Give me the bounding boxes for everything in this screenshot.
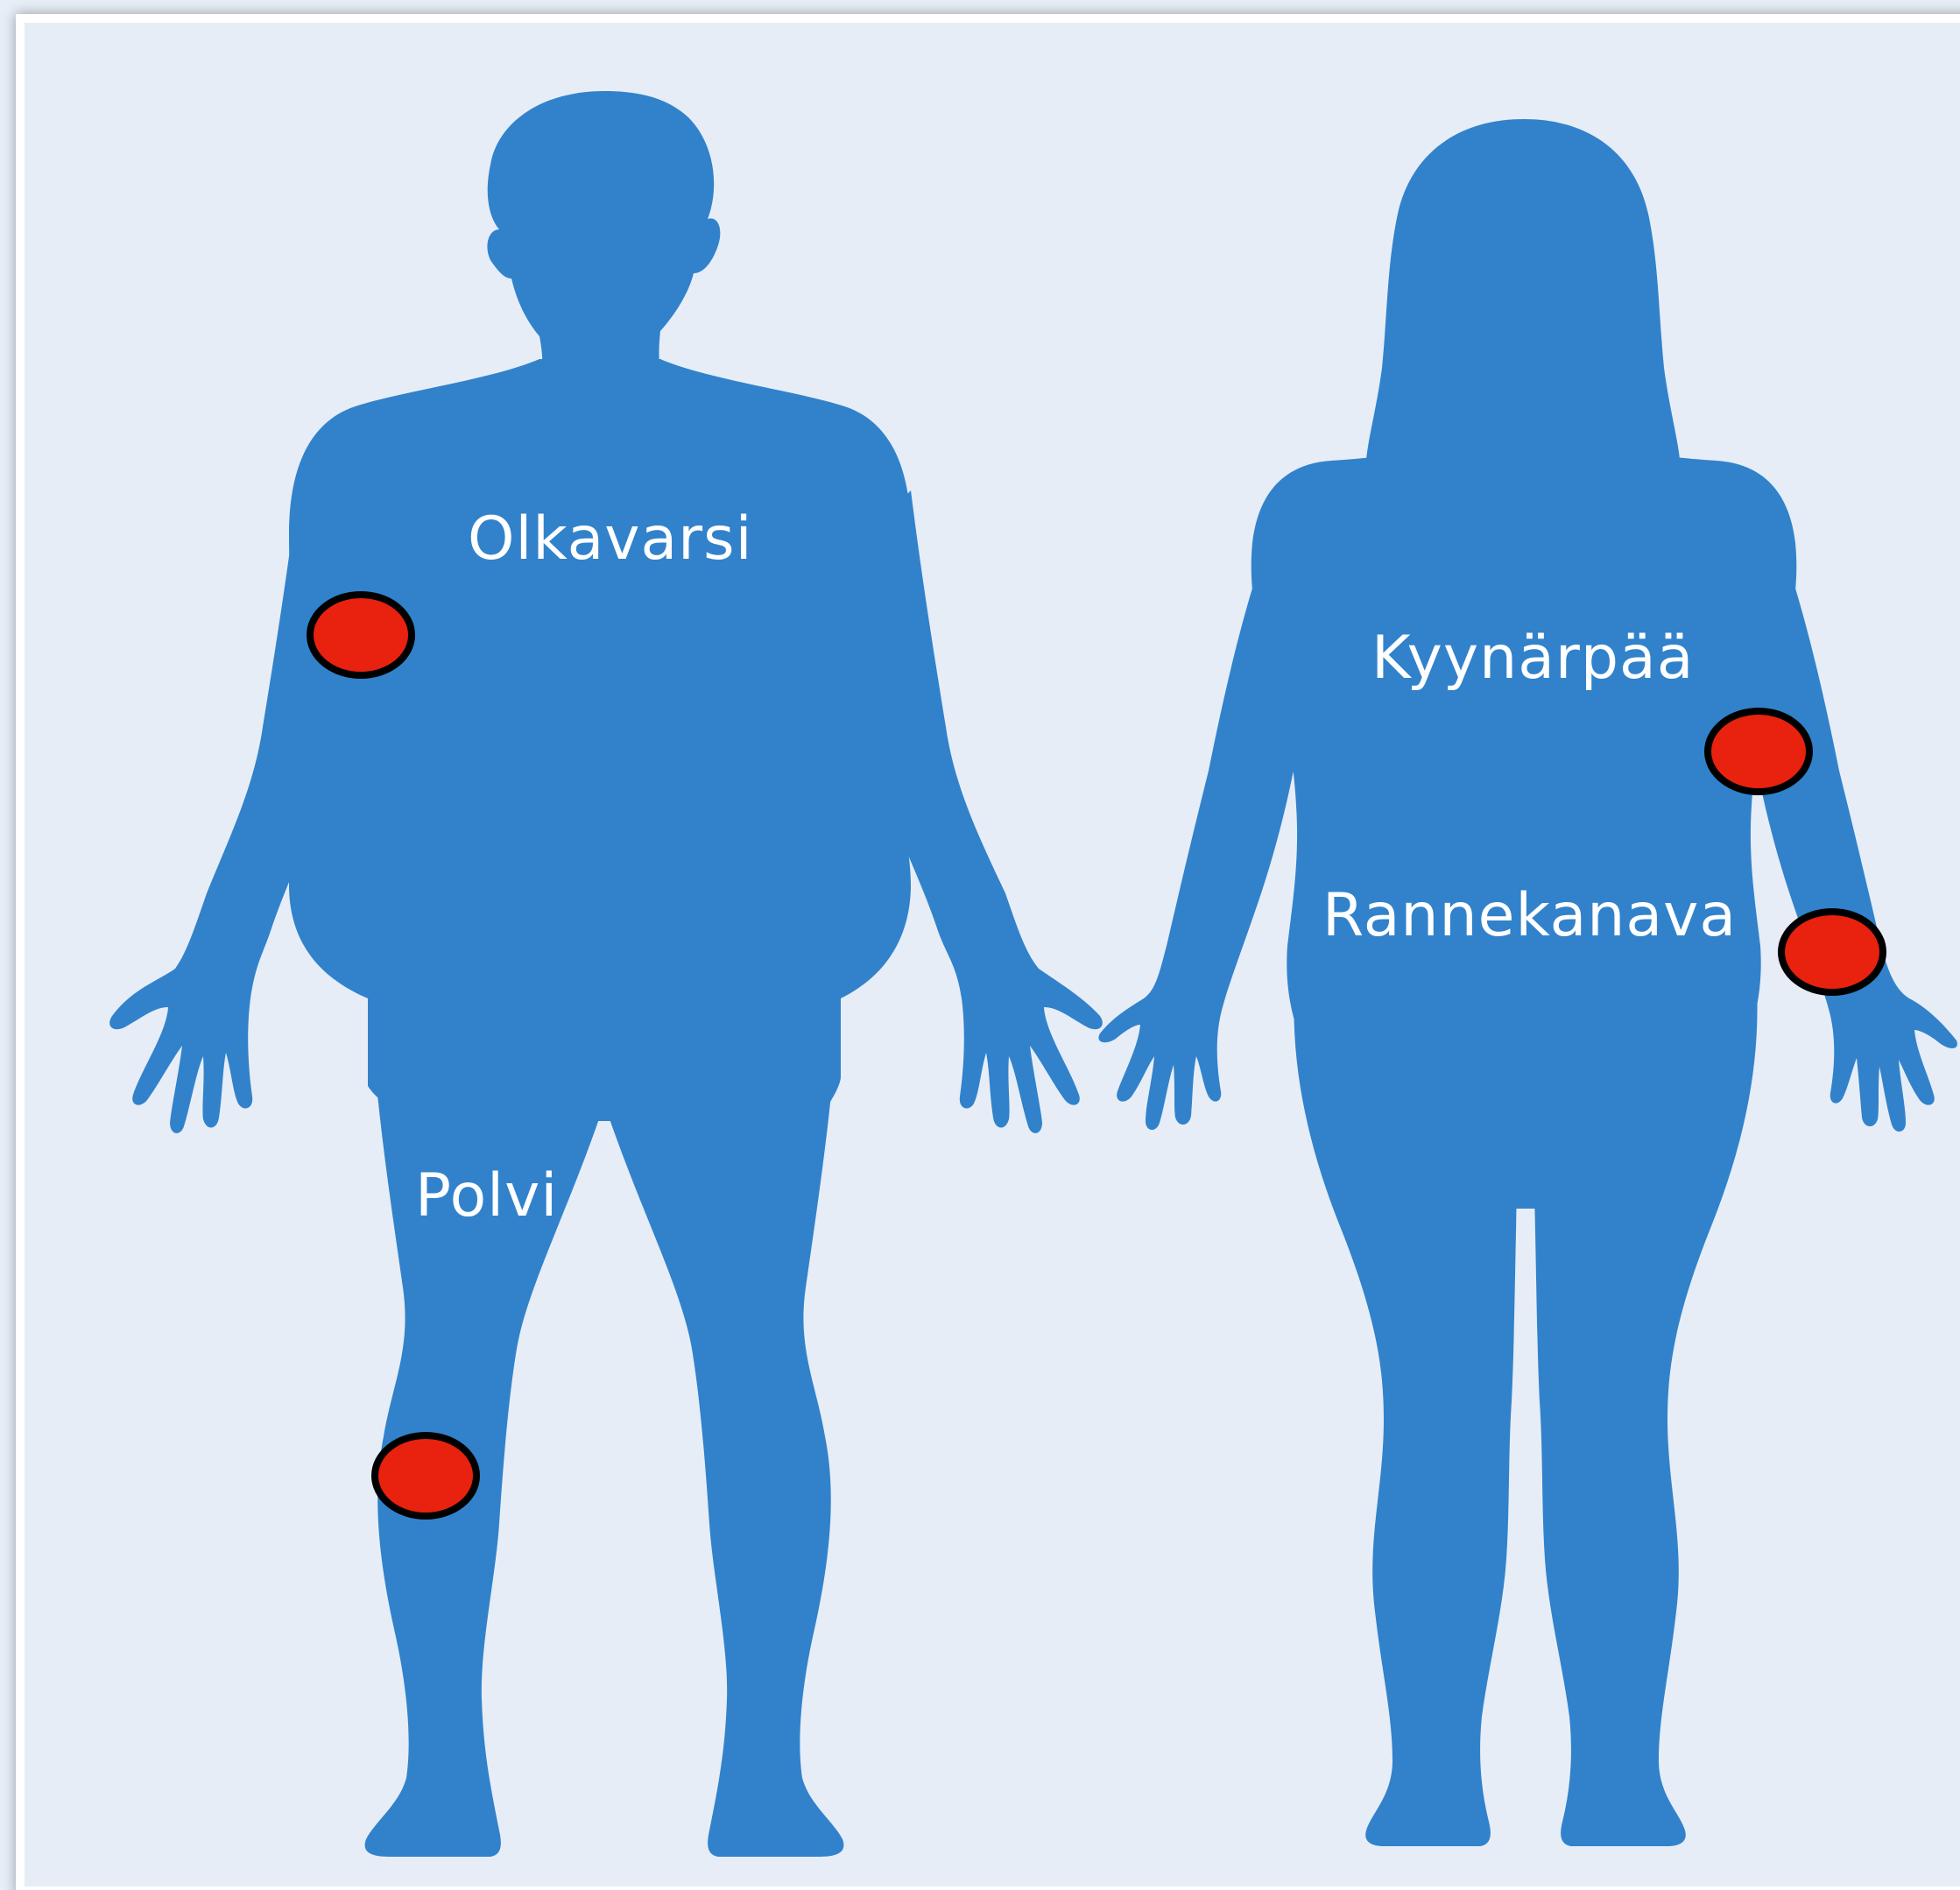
label-olkavarsi: Olkavarsi xyxy=(468,510,752,569)
male-torso xyxy=(289,359,911,1121)
label-kyynarpaa: Kyynärpää xyxy=(1371,629,1694,688)
male-silhouette xyxy=(109,91,1103,1857)
marker-rannekanava xyxy=(1781,912,1883,992)
male-head xyxy=(487,91,720,375)
marker-olkavarsi xyxy=(310,595,412,675)
marker-polvi xyxy=(375,1435,476,1516)
female-right-arm xyxy=(1741,561,1957,1132)
label-polvi: Polvi xyxy=(415,1167,558,1226)
label-rannekanava: Rannekanava xyxy=(1322,886,1737,946)
marker-kyynarpaa xyxy=(1708,711,1809,792)
female-left-arm xyxy=(1098,561,1310,1130)
